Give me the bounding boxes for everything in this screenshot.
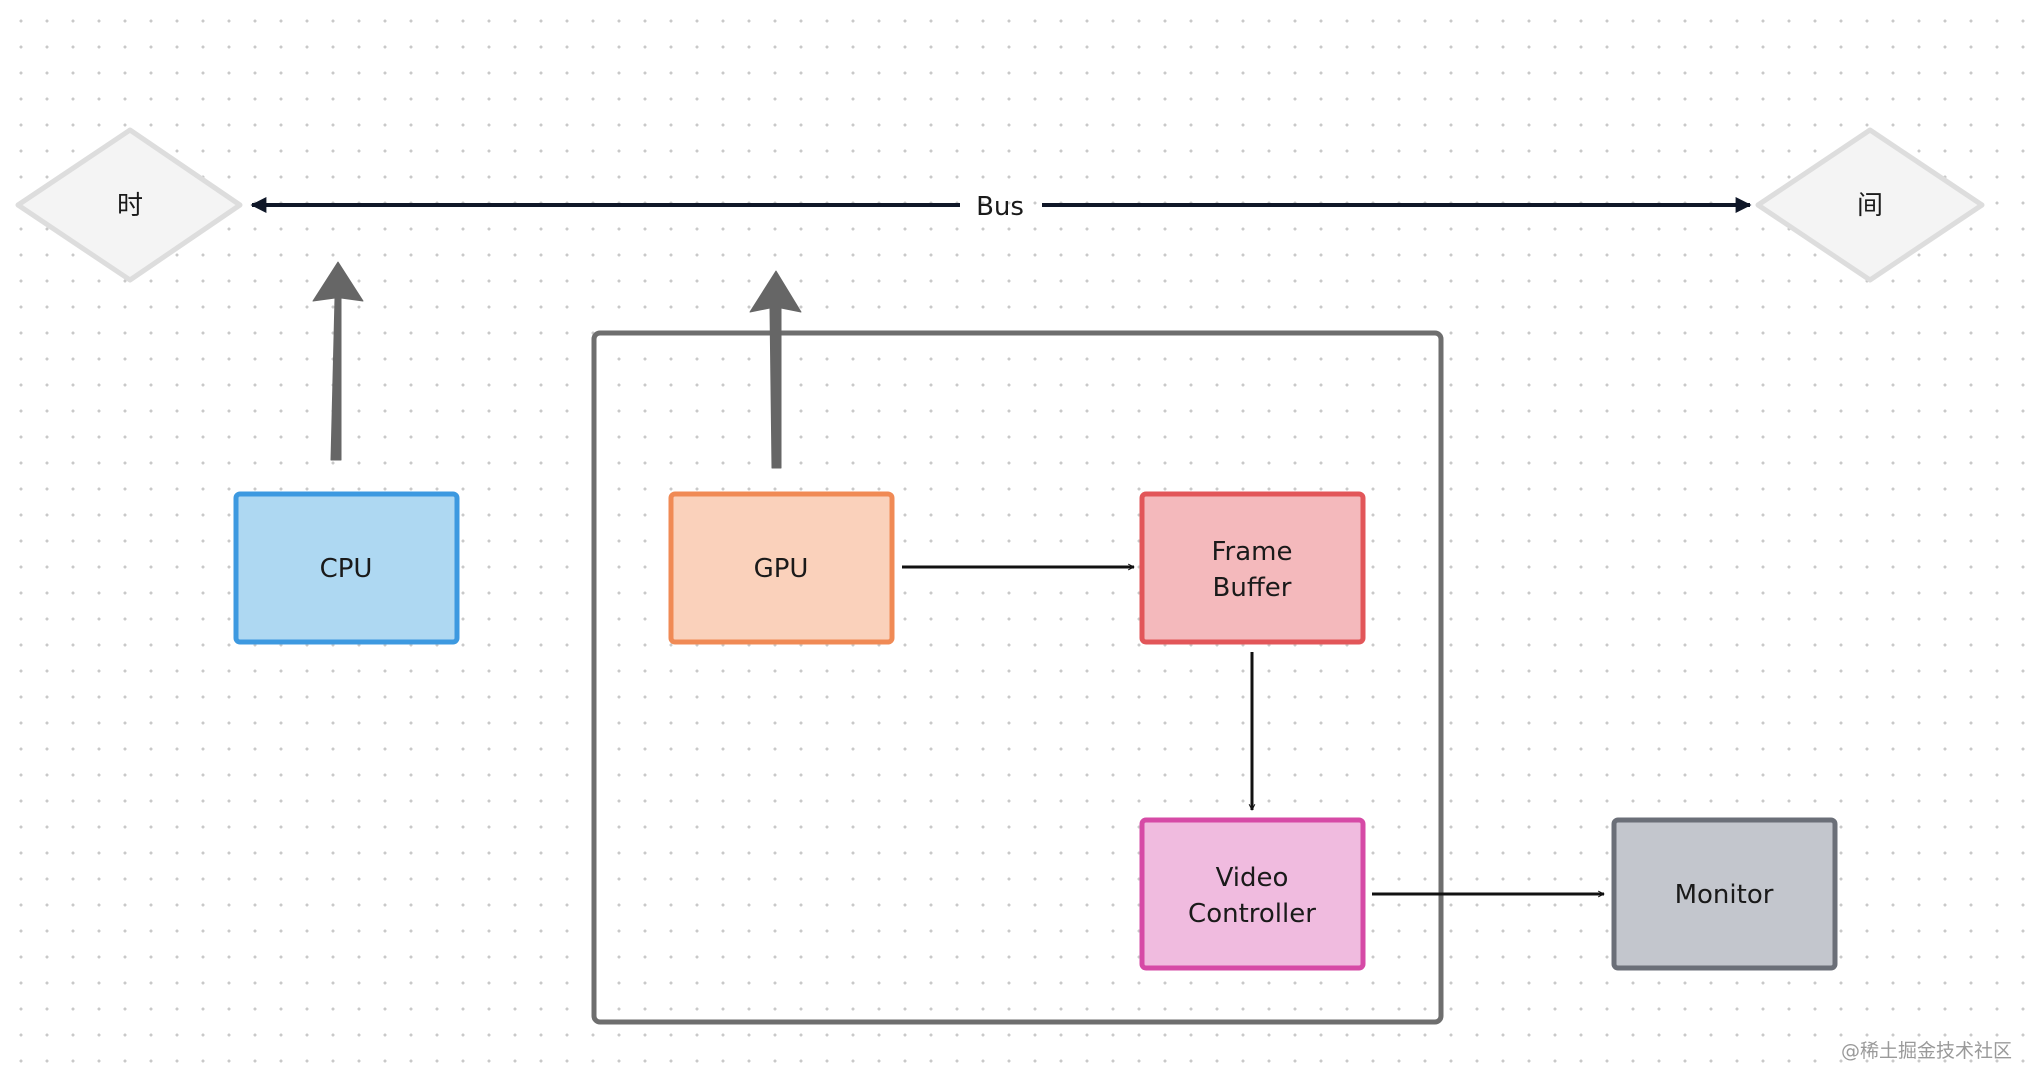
cpu-box xyxy=(233,491,460,645)
time-right-diamond-shape xyxy=(1755,127,1985,283)
cpu-up-arrow xyxy=(312,261,364,461)
frame-buffer-box xyxy=(1139,491,1366,645)
monitor-label: Monitor xyxy=(1675,880,1774,910)
gpu-label: GPU xyxy=(754,554,809,584)
cpu-label: CPU xyxy=(320,554,373,584)
video-controller-label-line2: Controller xyxy=(1188,899,1316,929)
gpu-up-arrow xyxy=(749,270,802,469)
cpu-node[interactable]: CPU xyxy=(233,491,460,645)
gpu-system-container[interactable] xyxy=(591,330,1444,1025)
video-controller-box xyxy=(1139,817,1366,971)
time-left-diamond-shape xyxy=(15,127,243,283)
gpu-node[interactable]: GPU xyxy=(668,491,895,645)
monitor-node[interactable]: Monitor xyxy=(1611,817,1838,971)
frame-buffer-label-line1: Frame xyxy=(1211,537,1292,567)
watermark-text: @稀土掘金技术社区 xyxy=(1841,1040,2012,1062)
gpu-box xyxy=(668,491,895,645)
time-right-diamond[interactable]: 间 xyxy=(1755,127,1985,283)
bus-connector[interactable]: Bus xyxy=(250,192,1752,222)
frame-buffer-label-line2: Buffer xyxy=(1213,573,1292,603)
video-controller-node[interactable]: Video Controller xyxy=(1139,817,1366,971)
frame-buffer-node[interactable]: Frame Buffer xyxy=(1139,491,1366,645)
time-left-diamond[interactable]: 时 xyxy=(15,127,243,283)
monitor-box xyxy=(1611,817,1838,971)
time-right-label: 间 xyxy=(1857,191,1883,221)
video-controller-label-line1: Video xyxy=(1216,863,1289,893)
time-left-label: 时 xyxy=(117,191,143,221)
bus-label: Bus xyxy=(976,192,1024,222)
